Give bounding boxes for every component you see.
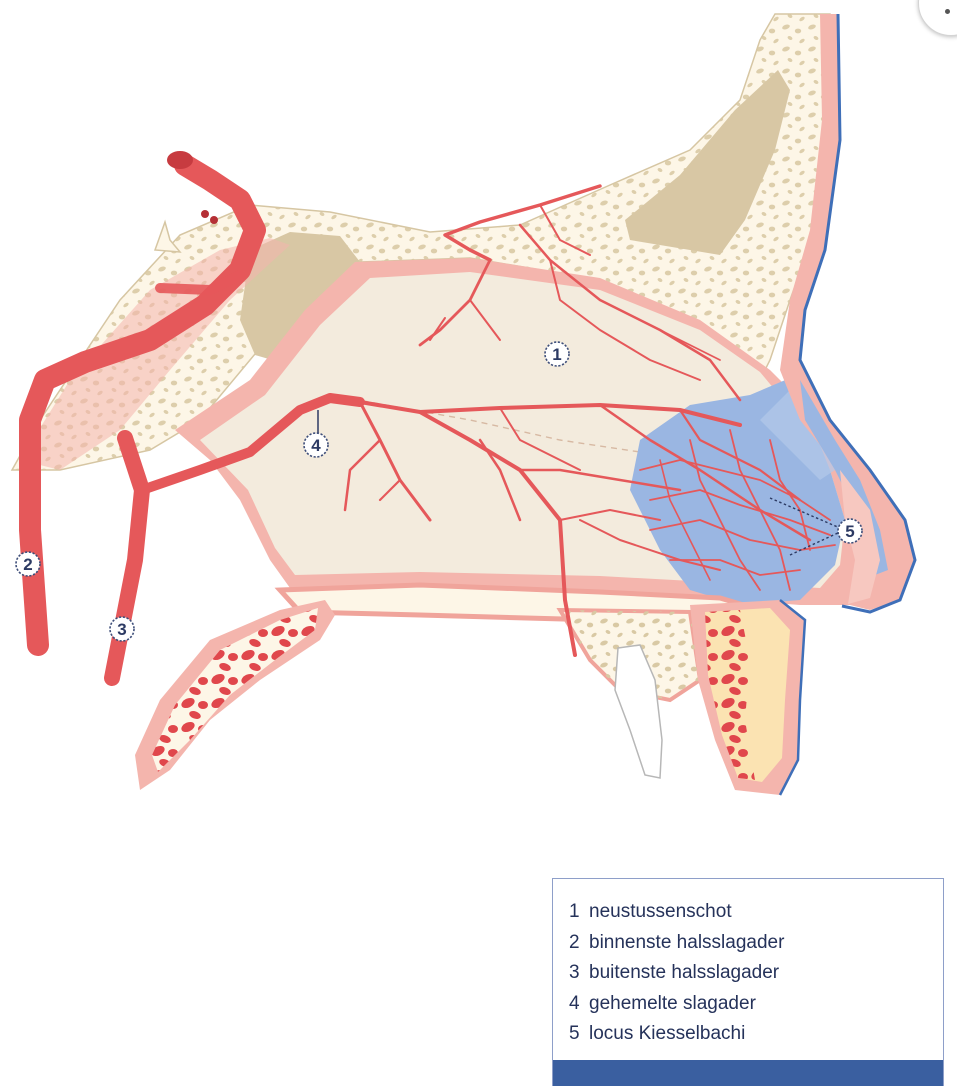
svg-text:2: 2 [23,555,32,574]
marker-4-palatine-artery: 4 [304,433,328,457]
svg-text:1: 1 [552,345,561,364]
hard-palate [280,585,760,700]
svg-text:4: 4 [311,436,321,455]
marker-2-internal-carotid: 2 [16,552,40,576]
legend-footer-bar [553,1060,943,1086]
marker-3-external-carotid: 3 [110,617,134,641]
marker-1-septum: 1 [545,342,569,366]
upper-lip [690,600,805,795]
marker-5-locus-kiesselbachi: 5 [838,519,862,543]
soft-palate [135,600,335,790]
nasal-septum-diagram: 1 2 3 4 5 [0,0,957,860]
svg-text:5: 5 [845,522,854,541]
svg-text:3: 3 [117,620,126,639]
